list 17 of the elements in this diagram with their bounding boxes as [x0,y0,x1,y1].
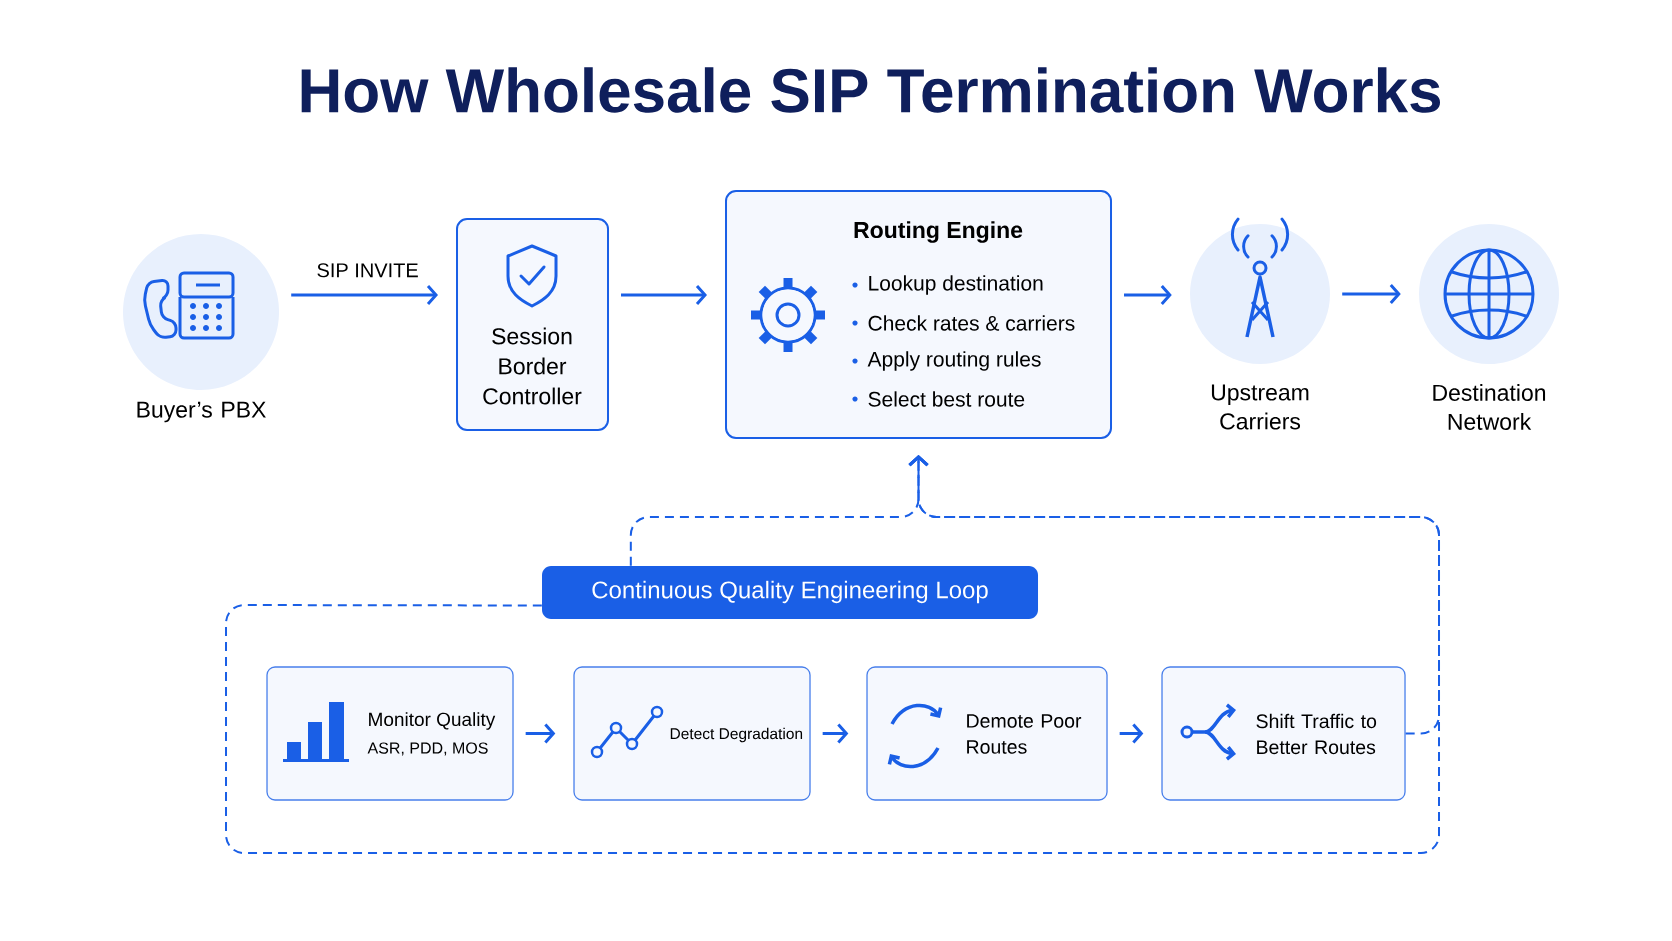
edge-label: SIP INVITE [314,261,421,280]
step-label: Demote Poor Routes [967,714,1082,754]
title: How Wholesale SIP Termination Works [301,67,1440,113]
step-label: Detect Degradation [670,727,803,743]
bullet-item: Lookup destination [869,275,1043,295]
node-label: Buyer’s PBX [137,401,266,423]
bullet-item: Check rates & carriers [868,315,1075,331]
bullet-item: Apply routing rules [867,351,1041,371]
node-label: Upstream Carriers [1211,384,1309,430]
step-sublabel: ASR, PDD, MOS [367,742,488,756]
box-heading: Routing Engine [854,221,1023,243]
box-label: Session Border Controller [483,327,582,405]
bullet-item: Select best route [868,391,1025,407]
step-label: Shift Traffic to Better Routes [1256,713,1377,755]
pill-label: Continuous Quality Engineering Loop [592,580,988,604]
node-label: Destination Network [1433,384,1546,430]
step-label: Monitor Quality [369,712,496,730]
